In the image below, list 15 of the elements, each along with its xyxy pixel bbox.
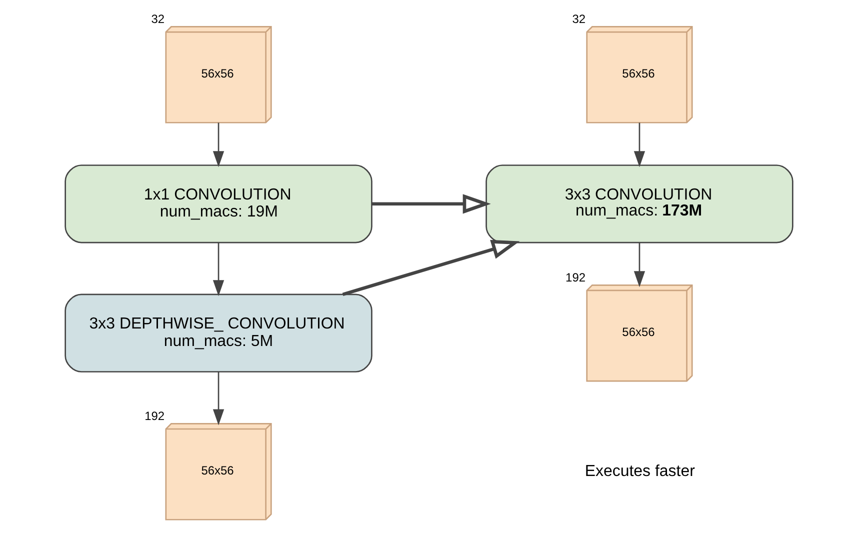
node-box: 3x3 DEPTHWISE_ CONVOLUTION num_macs: 5M <box>64 294 372 372</box>
arrow <box>212 122 224 168</box>
arrow <box>212 372 224 426</box>
arrow <box>342 240 520 296</box>
node-label: 32 <box>151 12 165 26</box>
node-box: 1x1 CONVOLUTION num_macs: 19M <box>64 164 372 244</box>
arrow <box>634 242 646 288</box>
arrow <box>372 194 491 214</box>
label: Executes faster <box>584 462 695 480</box>
node-label: 192 <box>144 408 165 423</box>
node-label: 32 <box>572 12 586 26</box>
arrow <box>634 122 646 168</box>
arrow <box>212 242 224 296</box>
node-label: 192 <box>566 270 586 284</box>
node-box: 3x3 CONVOLUTION num_macs: 173M <box>486 164 794 244</box>
